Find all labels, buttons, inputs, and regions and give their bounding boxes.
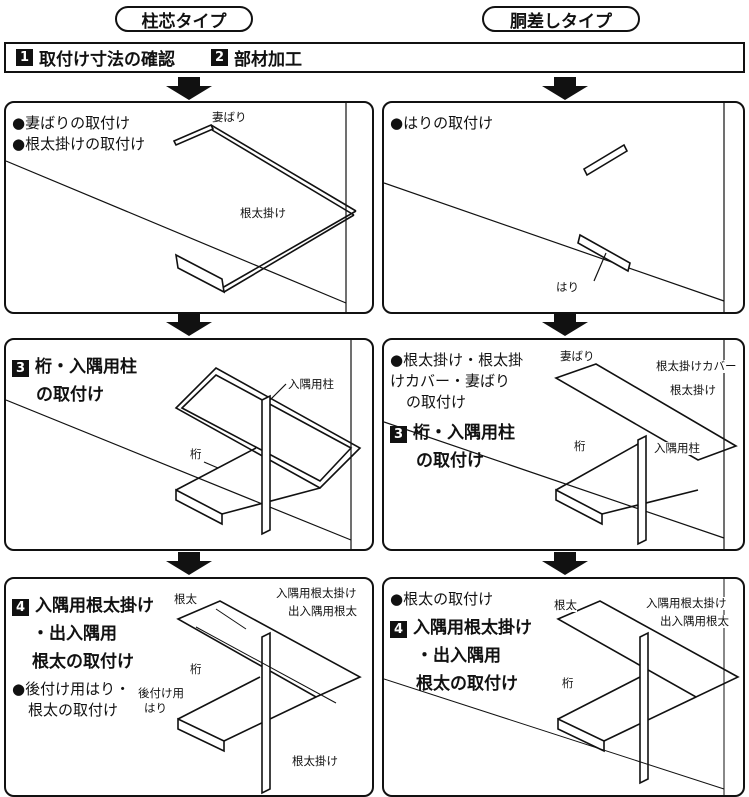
label-neda: 根太 [174,592,197,606]
step-number: 2 [211,49,228,66]
label-irisumi-nedakake: 入隅用根太掛け [276,586,357,600]
instruction-line: ●根太掛け・根太掛 [390,351,524,369]
steps-band: 1 取付け寸法の確認 2 部材加工 [4,42,745,73]
step-title: の取付け [416,451,484,471]
instruction-line: 根太の取付け [28,701,119,719]
frame-drawing [384,103,725,312]
label-tsumabari: 妻ばり [212,110,247,124]
label-atozuke-hari: 後付け用 [138,686,184,700]
instruction-line: ●妻ばりの取付け [12,114,131,132]
instruction-line: ●根太掛けの取付け [12,135,146,153]
label-keta: 桁 [190,447,202,461]
frame-drawing [176,600,362,795]
label-atozuke-hari: はり [144,701,167,715]
step-number: 4 [390,621,407,638]
step-title: ・出入隅用 [32,624,117,644]
step-number: 3 [390,426,407,443]
step-2: 2 部材加工 [211,45,302,70]
instruction-line: ●はりの取付け [390,114,494,132]
frame-drawing [384,340,738,549]
panel-tsumabari-nedakake: ●妻ばりの取付け ●根太掛けの取付け 妻ばり 根太掛け [4,101,374,314]
instruction-line: の取付け [406,393,467,411]
down-arrow [166,313,212,336]
step-title: ・出入隅用 [416,646,501,666]
label-irisumi-pillar: 入隅用柱 [654,441,700,455]
step-title: 根太の取付け [32,652,134,672]
label-keta: 桁 [190,662,202,676]
label-tsumabari: 妻ばり [560,349,595,363]
down-arrow [542,552,588,575]
step-title: の取付け [36,385,104,405]
label-irisumi-nedakake: 入隅用根太掛け [646,596,727,610]
frame-drawing [6,340,362,549]
label-neda: 根太 [554,598,577,612]
instruction-line: けカバー・妻ばり [390,372,511,390]
label-nedakake: 根太掛け [292,754,338,768]
label-nedakake: 根太掛け [240,206,286,220]
instruction-line: ●後付け用はり・ [12,680,131,698]
label-deirisumi-neda: 出入隅用根太 [660,614,729,628]
down-arrow [166,77,212,100]
label-nedakake: 根太掛け [670,383,716,397]
label-hari: はり [556,280,579,294]
frame-drawing [6,103,357,312]
label-nedakake-cover: 根太掛けカバー [656,359,737,373]
step-number: 4 [12,599,29,616]
panel-hari: ●はりの取付け はり [382,101,745,314]
step-number: 3 [12,360,29,377]
label-irisumi-pillar: 入隅用柱 [288,377,334,391]
step-number: 1 [16,49,33,66]
step-title: 根太の取付け [416,674,518,694]
header-doshashi-type: 胴差しタイプ [482,6,640,32]
down-arrow [542,77,588,100]
step-label: 取付け寸法の確認 [39,50,175,70]
label-deirisumi-neda: 出入隅用根太 [288,604,357,618]
down-arrow [166,552,212,575]
step-label: 部材加工 [234,50,302,70]
step-1: 1 取付け寸法の確認 [16,45,175,70]
label-keta: 桁 [574,439,586,453]
down-arrow [542,313,588,336]
instruction-line: ●根太の取付け [390,590,494,608]
header-pillar-center-type: 柱芯タイプ [115,6,253,32]
label-keta: 桁 [562,676,574,690]
